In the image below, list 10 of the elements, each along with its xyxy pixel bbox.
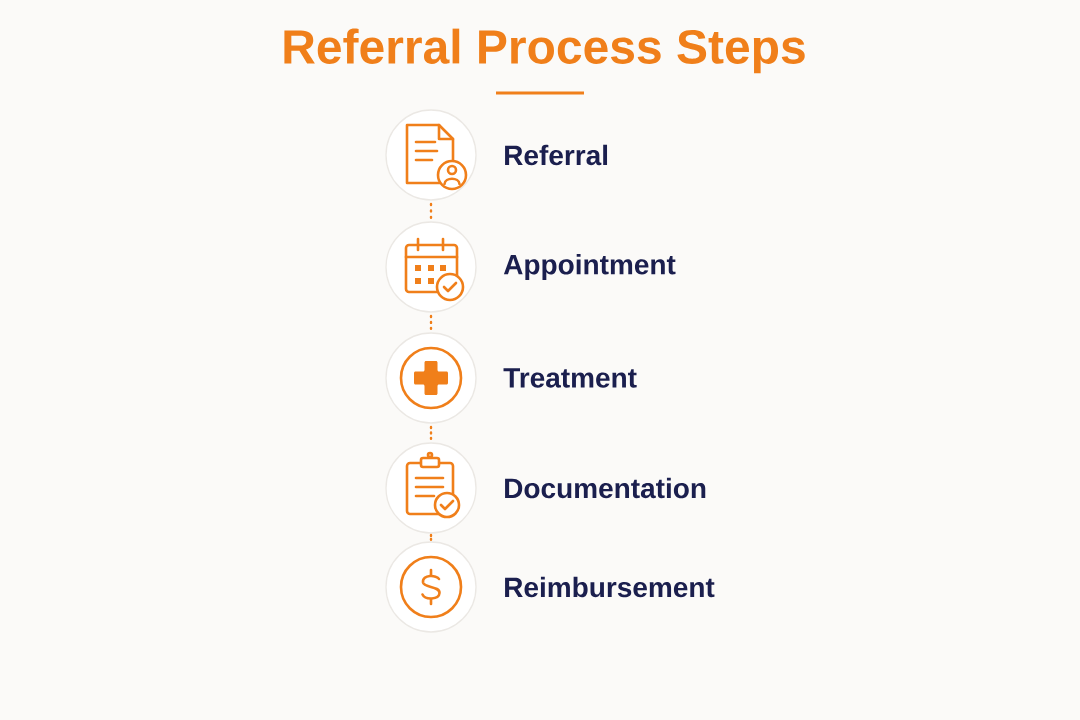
step-label: Documentation <box>505 477 706 499</box>
dotted-connector <box>429 314 433 331</box>
dotted-connector <box>429 202 433 220</box>
step-label: Reimbursement <box>505 576 715 598</box>
title: Referral Process Steps <box>284 28 805 74</box>
step-label: Treatment <box>503 368 637 388</box>
dotted-connector <box>429 425 433 441</box>
dotted-connector <box>429 533 433 542</box>
step-label: Referral <box>505 144 608 166</box>
step-label: Appointment <box>503 253 676 281</box>
